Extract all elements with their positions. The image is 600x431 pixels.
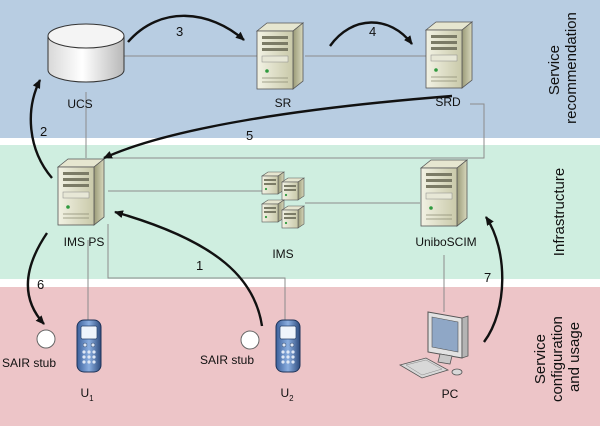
user-u2: SAIR stub U2 xyxy=(200,319,301,403)
ims-ps-label: IMS PS xyxy=(64,235,105,249)
unibo-scim-server: UniboSCIM xyxy=(415,159,477,249)
server-icon xyxy=(256,22,304,90)
pc-node: PC xyxy=(398,311,469,401)
server-icon xyxy=(420,159,468,227)
step-label-6: 6 xyxy=(37,277,44,292)
arrow-step-4 xyxy=(329,21,413,47)
server-icon xyxy=(57,158,105,226)
mobile-phone-icon xyxy=(76,319,102,373)
band-label-service-recommendation: Service recommendation xyxy=(546,12,580,124)
server-icon xyxy=(425,21,473,89)
ims-label: IMS xyxy=(272,247,293,261)
u1-label: U1 xyxy=(80,386,94,403)
ims-ps-server: IMS PS xyxy=(57,158,105,249)
step-label-5: 5 xyxy=(246,128,253,143)
unibo-scim-label: UniboSCIM xyxy=(415,235,476,249)
sr-label: SR xyxy=(275,96,292,110)
srd-server: SRD xyxy=(425,21,473,109)
arrow-step-7 xyxy=(483,216,504,343)
srd-label: SRD xyxy=(435,95,461,109)
desktop-pc-icon xyxy=(398,311,469,379)
server-cluster-icon xyxy=(261,171,305,229)
step-arrows xyxy=(26,14,504,343)
arrow-step-3 xyxy=(127,14,245,43)
sr-server: SR xyxy=(256,22,304,110)
u2-label: U2 xyxy=(280,386,294,403)
ucs-label: UCS xyxy=(67,97,92,111)
ims-cluster: IMS xyxy=(261,171,305,261)
network-links xyxy=(85,55,485,326)
sair-stub-2-label: SAIR stub xyxy=(200,353,254,367)
sair-stub-2-node xyxy=(240,330,260,350)
arrow-step-6 xyxy=(26,232,48,325)
step-label-3: 3 xyxy=(176,24,183,39)
arrow-step-5 xyxy=(103,94,453,160)
band-label-service-configuration: Service configuration and usage xyxy=(532,312,583,402)
sair-stub-1-label: SAIR stub xyxy=(2,356,56,370)
arrow-step-2 xyxy=(29,79,53,179)
mobile-phone-icon xyxy=(275,319,301,373)
band-label-infrastructure: Infrastructure xyxy=(551,168,568,256)
ucs-database: UCS xyxy=(47,23,125,111)
step-labels: 3 4 2 5 1 6 7 xyxy=(37,24,491,292)
pc-label: PC xyxy=(442,387,459,401)
step-label-1: 1 xyxy=(196,258,203,273)
sair-stub-1-node xyxy=(36,329,56,349)
step-label-4: 4 xyxy=(369,24,376,39)
database-icon xyxy=(47,23,125,83)
arrow-step-1 xyxy=(114,210,264,327)
step-label-2: 2 xyxy=(40,124,47,139)
step-label-7: 7 xyxy=(484,270,491,285)
user-u1: SAIR stub U1 xyxy=(2,319,102,403)
